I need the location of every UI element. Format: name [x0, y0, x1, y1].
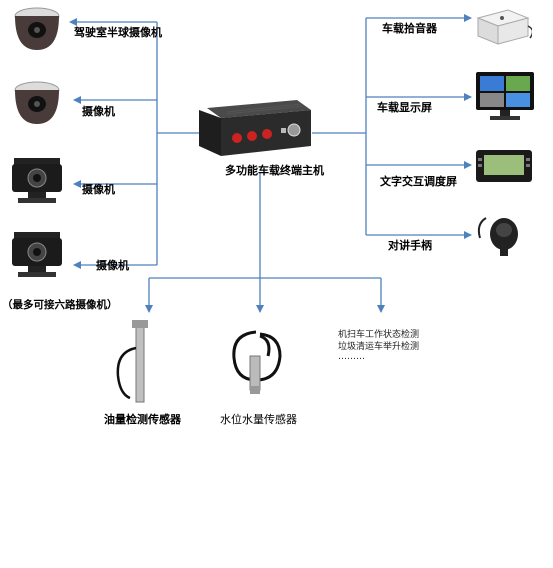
bullet-camera-icon	[12, 158, 62, 203]
host-label: 多功能车载终端主机	[225, 164, 324, 177]
camera-3	[8, 154, 64, 212]
pickup-device	[474, 6, 534, 52]
dome-camera-icon	[14, 7, 60, 50]
camera-1-label: 驾驶室半球摄像机	[74, 26, 162, 39]
bullet-camera-icon	[12, 232, 62, 277]
dvr-host-icon	[199, 100, 311, 156]
extra-detection-line-2: 垃圾清运车举升检测	[338, 342, 420, 352]
water-level-sensor-icon	[232, 330, 282, 394]
monitor-label: 车载显示屏	[377, 101, 432, 114]
dispatch-screen-icon	[476, 150, 532, 182]
camera-2	[10, 78, 64, 132]
camera-4	[8, 228, 64, 286]
camera-1	[10, 4, 64, 58]
dispatch-screen-label: 文字交互调度屏	[380, 175, 457, 188]
pickup-label: 车载拾音器	[382, 22, 437, 35]
handset-label: 对讲手柄	[388, 239, 432, 252]
fuel-sensor-device	[112, 318, 162, 412]
camera-3-label: 摄像机	[82, 183, 115, 196]
water-sensor-device	[226, 322, 288, 404]
water-sensor-label: 水位水量传感器	[220, 413, 297, 426]
extra-detection-line-1: 机扫车工作状态检测	[338, 330, 420, 340]
monitor-icon	[476, 72, 534, 120]
dispatch-screen-device	[474, 146, 534, 190]
fuel-sensor-icon	[116, 320, 148, 403]
camera-2-label: 摄像机	[82, 105, 115, 118]
extra-detection-line-3: ………	[338, 352, 365, 362]
microphone-pickup-icon	[476, 9, 534, 45]
handset-device	[474, 208, 528, 262]
host-terminal-device	[197, 98, 312, 166]
camera-4-label: 摄像机	[96, 259, 129, 272]
camera-note: （最多可接六路摄像机）	[2, 299, 118, 311]
handset-mic-icon	[477, 217, 518, 256]
dome-camera-icon	[14, 81, 60, 124]
fuel-sensor-label: 油量检测传感器	[104, 413, 181, 426]
monitor-device	[474, 70, 536, 126]
